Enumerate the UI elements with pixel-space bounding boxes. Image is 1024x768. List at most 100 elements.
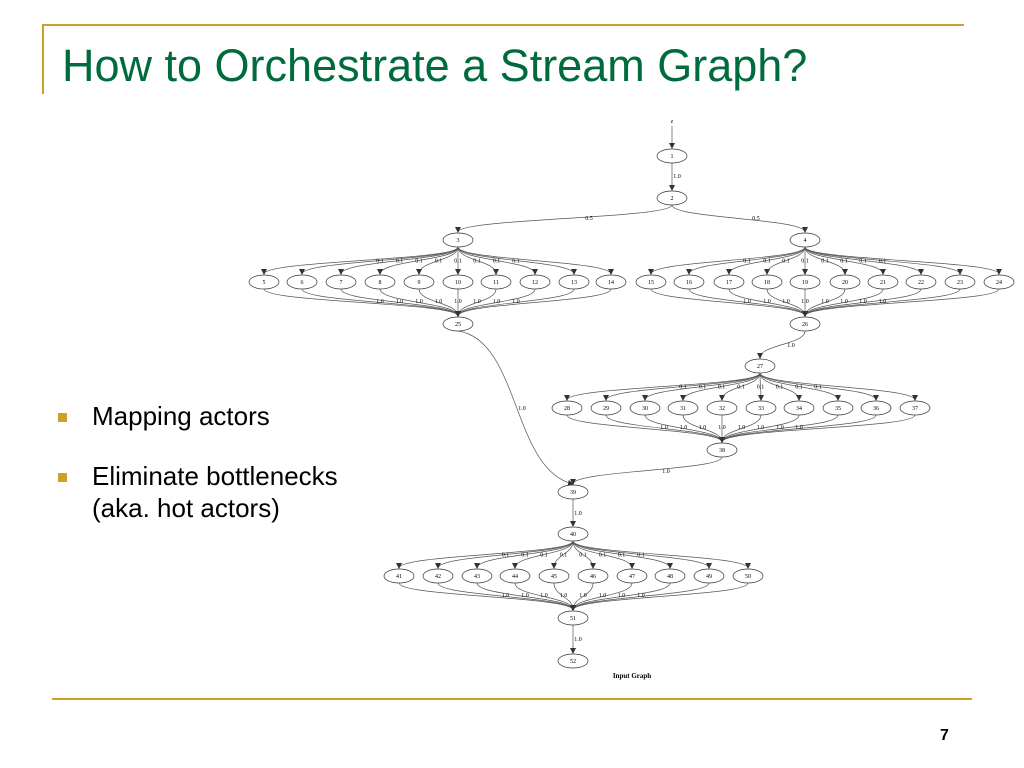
- edge-label: 1.0: [776, 425, 784, 431]
- edge-label: 0.1: [763, 259, 771, 265]
- edge-label: 1.0: [512, 299, 520, 305]
- edge-label: 1.0: [662, 469, 670, 475]
- graph-node: [744, 358, 776, 374]
- graph-node: [706, 400, 738, 416]
- edge-label: 0.1: [599, 553, 607, 559]
- node-label: 10: [455, 280, 461, 286]
- edge-label: 1.0: [840, 299, 848, 305]
- edge-label: 0.1: [718, 385, 726, 391]
- graph-edge: [572, 540, 673, 569]
- edge-label: 1.0: [879, 299, 887, 305]
- node-label: 36: [873, 406, 879, 412]
- node-label: 42: [435, 574, 441, 580]
- graph-edge: [416, 246, 459, 275]
- edge-label: 1.0: [763, 299, 771, 305]
- graph-edge: [764, 246, 806, 275]
- graph-node: [442, 316, 474, 332]
- graph-edge: [512, 540, 574, 569]
- graph-edge: [261, 246, 459, 275]
- graph-node: [248, 274, 280, 290]
- bullet-item: Eliminate bottlenecks (aka. hot actors): [55, 460, 415, 524]
- edge-label: 0.1: [579, 553, 587, 559]
- edge-label: 1.0: [502, 593, 510, 599]
- edge-label: 1.0: [493, 299, 501, 305]
- edge-label: 0.1: [521, 553, 529, 559]
- node-label: 40: [570, 532, 576, 538]
- graph-node: [461, 568, 493, 584]
- edge-label: 1.0: [473, 299, 481, 305]
- node-label: 22: [918, 280, 924, 286]
- node-label: 44: [512, 574, 518, 580]
- graph-edge: [377, 246, 459, 275]
- graph-node: [557, 526, 589, 542]
- footer-divider: [52, 698, 972, 700]
- graph-node: [557, 610, 589, 626]
- graph-edge: [688, 288, 808, 317]
- node-label: 49: [706, 574, 712, 580]
- graph-node: [783, 400, 815, 416]
- edge-label: 0.1: [782, 259, 790, 265]
- node-label: 31: [680, 406, 686, 412]
- node-label: 35: [835, 406, 841, 412]
- edge-label: 0.1: [376, 259, 384, 265]
- edge-label: 0.1: [699, 385, 707, 391]
- edge-label: 0.1: [757, 385, 765, 391]
- graph-edge: [263, 288, 461, 317]
- node-label: 12: [532, 280, 538, 286]
- node-label: 30: [642, 406, 648, 412]
- graph-node: [557, 653, 589, 669]
- edge-label: 0.1: [512, 259, 520, 265]
- graph-edge: [457, 330, 574, 486]
- edge-label: 1.0: [660, 425, 668, 431]
- graph-edge: [474, 540, 574, 569]
- graph-edge: [570, 456, 723, 485]
- graph-node: [383, 568, 415, 584]
- edge-label: 0.1: [560, 553, 568, 559]
- edge-label: 1.0: [579, 593, 587, 599]
- graph-edge: [457, 246, 614, 275]
- left-border: [42, 24, 44, 94]
- graph-node: [616, 568, 648, 584]
- node-label: 38: [719, 448, 725, 454]
- bullet-item: Mapping actors: [55, 400, 415, 432]
- node-label: 21: [880, 280, 886, 286]
- graph-edge: [757, 372, 764, 401]
- graph-edge: [719, 414, 916, 443]
- graph-edge: [802, 288, 1000, 317]
- edge-label: 0.1: [396, 259, 404, 265]
- square-bullet-icon: [58, 473, 67, 482]
- graph-node: [403, 274, 435, 290]
- edge-label: 0.1: [743, 259, 751, 265]
- edge-label: 0.1: [840, 259, 848, 265]
- edge-label: 0.5: [752, 216, 760, 222]
- graph-node: [590, 400, 622, 416]
- edge-label: 1.0: [396, 299, 404, 305]
- graph-edge: [804, 246, 924, 275]
- graph-edge: [570, 582, 671, 611]
- node-label: 18: [764, 280, 770, 286]
- graph-edge: [603, 372, 761, 401]
- node-label: 39: [570, 490, 576, 496]
- graph-edge: [719, 372, 761, 401]
- graph-node: [983, 274, 1015, 290]
- graph-edge: [396, 540, 574, 569]
- graph-edge: [299, 246, 459, 275]
- graph-node: [789, 274, 821, 290]
- graph-node: [499, 568, 531, 584]
- node-label: 52: [570, 659, 576, 665]
- edge-label: 0.1: [473, 259, 481, 265]
- edge-label: 1.0: [454, 299, 462, 305]
- node-label: 13: [571, 280, 577, 286]
- node-label: 41: [396, 574, 402, 580]
- edge-label: 0.1: [493, 259, 501, 265]
- graph-edge: [680, 372, 761, 401]
- node-label: 20: [842, 280, 848, 286]
- graph-node: [656, 148, 688, 164]
- edge-label: 0.1: [801, 259, 809, 265]
- node-label: 2: [671, 196, 674, 202]
- graph-node: [905, 274, 937, 290]
- graph-node: [867, 274, 899, 290]
- edge-label: 1.0: [801, 299, 809, 305]
- graph-node: [732, 568, 764, 584]
- graph-node: [422, 568, 454, 584]
